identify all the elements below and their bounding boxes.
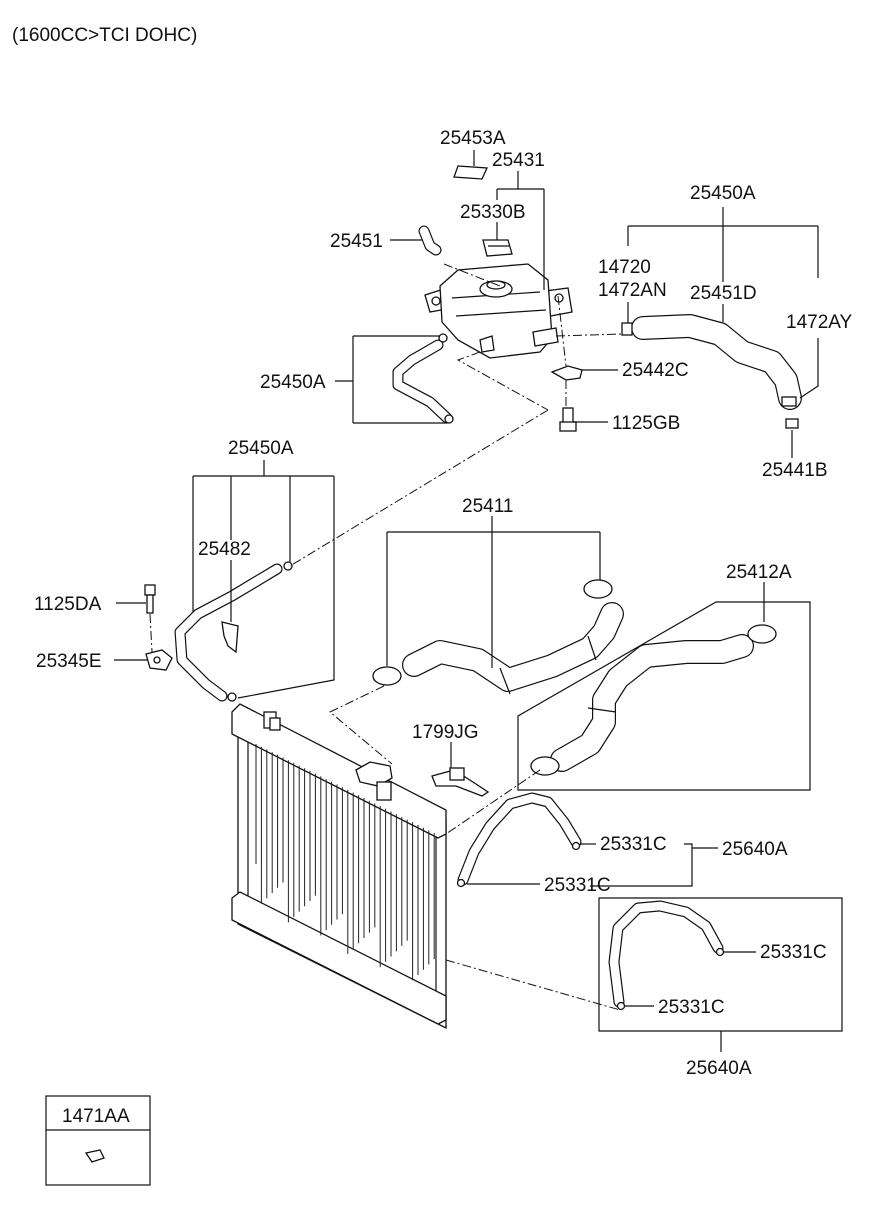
bracket-25442c xyxy=(550,365,583,381)
leader-lines xyxy=(114,150,843,1052)
radiator-cap-25330b xyxy=(482,239,513,257)
legend-part-number: 1471AA xyxy=(62,1106,130,1127)
bypass-hose-25450a xyxy=(174,561,293,702)
part-label: 25450A xyxy=(228,438,294,459)
bolt-1125gb xyxy=(559,407,577,432)
part-label: 25451 xyxy=(330,231,383,252)
part-label: 25331C xyxy=(658,997,725,1018)
part-label: 25453A xyxy=(440,128,506,149)
engine-spec-title: (1600CC>TCI DOHC) xyxy=(12,25,197,46)
part-label: 1125DA xyxy=(34,594,102,615)
bracket-25345e xyxy=(145,649,173,671)
part-label: 25330B xyxy=(460,202,526,223)
part-label: 25442C xyxy=(622,360,689,381)
hose-25640a-lower xyxy=(608,900,725,1011)
radiator-assembly xyxy=(231,703,447,1030)
part-label: 25640A xyxy=(722,839,788,860)
part-label: 1125GB xyxy=(612,413,680,434)
reservoir-tank-assembly xyxy=(424,263,573,359)
part-label: 25345E xyxy=(36,651,102,672)
bolt-1125da xyxy=(144,584,156,614)
reservoir-hose-small xyxy=(392,333,454,424)
part-label: 14720 xyxy=(598,257,651,278)
upper-radiator-hose-25411 xyxy=(372,579,624,695)
part-label: 25431 xyxy=(492,150,545,171)
part-label: 25450A xyxy=(690,183,756,204)
lower-radiator-hose-25412a xyxy=(530,624,777,776)
clip-1799jg xyxy=(431,767,490,797)
part-label: 1472AY xyxy=(786,312,853,333)
part-label: 25451D xyxy=(690,283,757,304)
assembly-center-lines xyxy=(149,263,623,1011)
hose-25451d xyxy=(621,314,802,429)
part-label: 25331C xyxy=(600,834,667,855)
legend-clip-icon xyxy=(84,1149,105,1163)
part-label: 25412A xyxy=(726,562,792,583)
part-label: 25441B xyxy=(762,460,828,481)
part-label: 25331C xyxy=(760,942,827,963)
part-label: 25482 xyxy=(198,539,251,560)
part-label: 25411 xyxy=(462,496,513,517)
part-label: 1799JG xyxy=(412,722,479,743)
part-25453a-shape xyxy=(453,165,488,180)
part-label: 25640A xyxy=(686,1058,752,1079)
hose-25640a-upper xyxy=(456,792,582,888)
legend-box: 1471AA xyxy=(45,1095,151,1186)
part-label: 25331C xyxy=(544,875,611,896)
part-label: 1472AN xyxy=(598,280,667,301)
part-label: 25450A xyxy=(260,372,326,393)
